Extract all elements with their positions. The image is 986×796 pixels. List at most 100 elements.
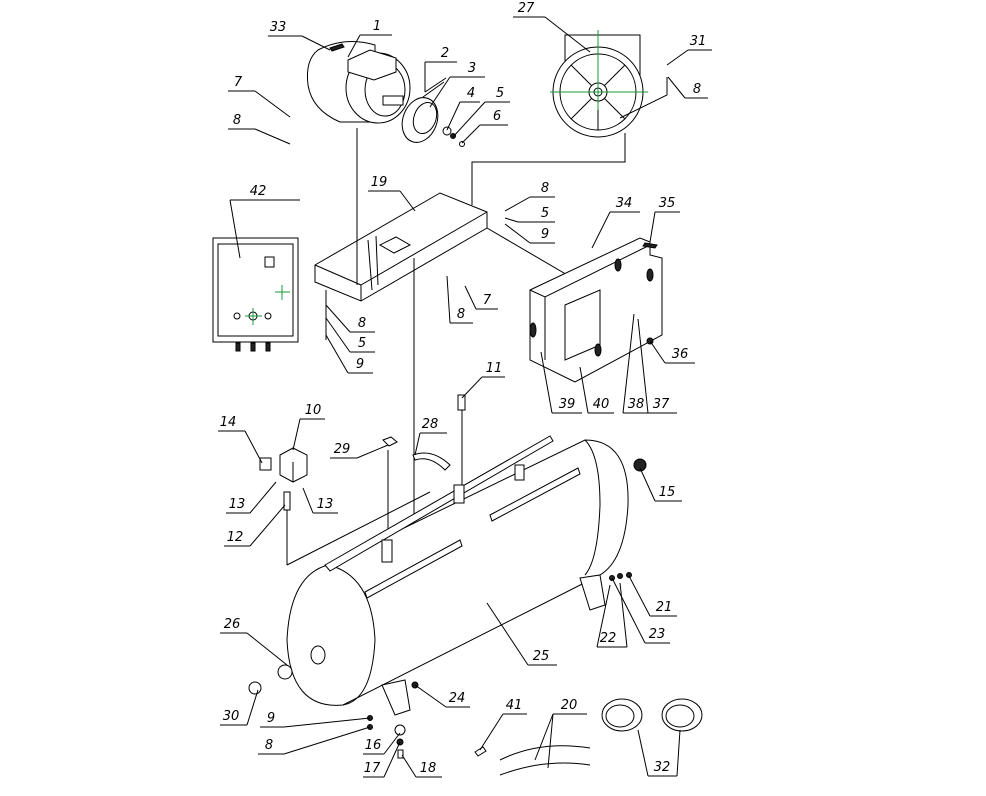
callout-number: 15 bbox=[659, 485, 676, 500]
callout-20: 20 bbox=[534, 698, 587, 769]
callout-number: 7 bbox=[234, 75, 243, 90]
leader-line bbox=[249, 504, 286, 547]
callout-42: 42 bbox=[229, 184, 300, 259]
callout-31: 31 bbox=[666, 34, 712, 66]
callout-number: 26 bbox=[224, 617, 241, 632]
leader-line bbox=[504, 223, 531, 244]
callout-number: 9 bbox=[267, 711, 275, 726]
callout-number: 21 bbox=[656, 600, 673, 615]
callout-number: 37 bbox=[653, 397, 670, 412]
callout-number: 29 bbox=[334, 442, 351, 457]
callout-3: 3 bbox=[429, 61, 485, 108]
leader-line bbox=[504, 217, 519, 223]
leader-line bbox=[383, 732, 401, 755]
callout-2: 2 bbox=[424, 46, 457, 92]
callout-8: 8 bbox=[667, 76, 708, 99]
leader-line bbox=[666, 49, 689, 66]
leader-line bbox=[283, 717, 371, 728]
hoses-and-cables bbox=[474, 698, 703, 776]
callout-number: 36 bbox=[672, 347, 689, 362]
callout-number: 16 bbox=[365, 738, 382, 753]
callout-number: 41 bbox=[506, 698, 523, 713]
callout-35: 35 bbox=[649, 196, 680, 243]
callout-number: 39 bbox=[559, 397, 576, 412]
leader-line bbox=[579, 366, 589, 414]
leader-line bbox=[479, 713, 504, 751]
callout-28: 28 bbox=[414, 417, 447, 456]
leader-line bbox=[383, 741, 401, 778]
callout-number: 14 bbox=[220, 415, 237, 430]
callout-number: 8 bbox=[358, 316, 366, 331]
electric-motor bbox=[307, 40, 411, 124]
callout-number: 30 bbox=[223, 709, 240, 724]
callout-number: 8 bbox=[541, 181, 549, 196]
callout-number: 8 bbox=[457, 307, 465, 322]
callout-30: 30 bbox=[220, 689, 259, 726]
pulley bbox=[401, 77, 465, 147]
leader-line bbox=[619, 582, 628, 648]
leader-line bbox=[628, 575, 651, 617]
belt-guard bbox=[529, 237, 663, 383]
callout-32: 32 bbox=[637, 729, 681, 777]
leader-line bbox=[356, 444, 389, 459]
leader-line bbox=[591, 211, 611, 249]
leader-line bbox=[401, 754, 417, 778]
callout-number: 17 bbox=[364, 761, 381, 776]
callout-number: 23 bbox=[649, 627, 666, 642]
callout-4: 4 bbox=[446, 86, 480, 131]
callout-number: 11 bbox=[486, 361, 503, 376]
callout-37: 37 bbox=[637, 318, 677, 414]
callout-26: 26 bbox=[220, 617, 288, 666]
leader-line bbox=[246, 689, 259, 726]
callout-6: 6 bbox=[461, 109, 508, 144]
leader-line bbox=[464, 285, 477, 310]
callout-11: 11 bbox=[461, 361, 505, 399]
leader-line bbox=[229, 199, 241, 259]
callout-number: 19 bbox=[371, 175, 388, 190]
leader-line bbox=[414, 684, 447, 708]
callout-9: 9 bbox=[260, 711, 371, 728]
callout-number: 24 bbox=[449, 691, 466, 706]
air-tank bbox=[248, 435, 647, 759]
leader-line bbox=[611, 577, 646, 644]
callout-27: 27 bbox=[513, 1, 591, 53]
callout-number: 10 bbox=[305, 403, 322, 418]
leader-line bbox=[446, 101, 461, 131]
leader-line bbox=[399, 190, 416, 212]
callout-number: 5 bbox=[541, 206, 549, 221]
callout-number: 38 bbox=[628, 397, 645, 412]
callout-22: 22 bbox=[596, 582, 628, 648]
leader-line bbox=[292, 418, 301, 451]
callout-8: 8 bbox=[228, 113, 291, 145]
callout-16: 16 bbox=[363, 732, 401, 755]
callout-number: 9 bbox=[541, 227, 549, 242]
leader-line bbox=[283, 726, 371, 755]
leader-line bbox=[461, 376, 483, 399]
callout-number: 4 bbox=[467, 86, 475, 101]
leader-line bbox=[325, 304, 351, 333]
leader-line bbox=[622, 313, 635, 414]
callout-25: 25 bbox=[486, 602, 557, 666]
callout-14: 14 bbox=[218, 415, 263, 464]
callout-13: 13 bbox=[302, 487, 338, 514]
callout-number: 40 bbox=[593, 397, 610, 412]
callout-number: 22 bbox=[600, 631, 617, 646]
callout-number: 28 bbox=[422, 417, 439, 432]
leader-line bbox=[244, 430, 263, 464]
callout-21: 21 bbox=[628, 575, 677, 617]
compressor-head bbox=[471, 30, 668, 205]
leader-line bbox=[544, 16, 591, 53]
callout-38: 38 bbox=[622, 313, 650, 414]
leader-line bbox=[540, 351, 553, 414]
callout-40: 40 bbox=[579, 366, 614, 414]
callout-number: 31 bbox=[690, 34, 707, 49]
callout-8: 8 bbox=[325, 304, 375, 333]
callout-33: 33 bbox=[268, 20, 331, 51]
leader-line bbox=[347, 34, 361, 58]
callout-number: 9 bbox=[356, 357, 364, 372]
callout-number: 5 bbox=[358, 336, 366, 351]
leader-line bbox=[246, 632, 288, 666]
callout-number: 33 bbox=[270, 20, 287, 35]
callout-number: 18 bbox=[420, 761, 437, 776]
